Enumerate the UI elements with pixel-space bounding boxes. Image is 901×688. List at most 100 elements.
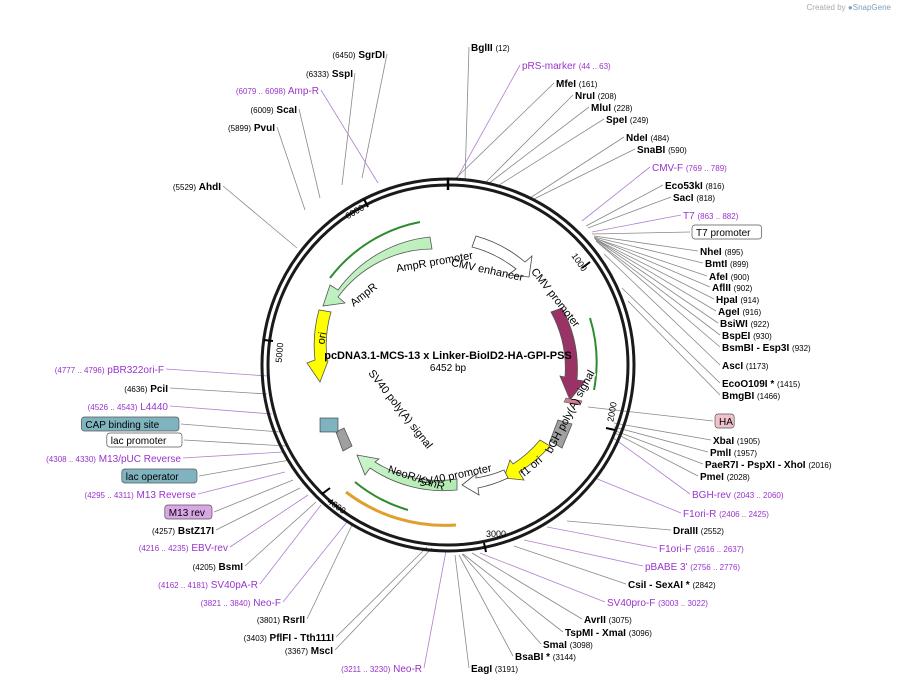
site-rsrii[interactable]: (3801) RsrII (257, 615, 305, 626)
site-bstz17i[interactable]: (4257) BstZ17I (152, 526, 214, 537)
site-name: PvuI (254, 123, 275, 134)
site-label-text: AgeI (916) (718, 307, 761, 318)
site-name: NdeI (626, 133, 648, 144)
snapgene-logo-icon: ● (847, 3, 853, 12)
site-xbai[interactable]: XbaI (1905) (713, 436, 760, 447)
site-position: (4777 .. 4796) (55, 366, 105, 375)
site-pbabe-3[interactable]: pBABE 3' (2756 .. 2776) (645, 562, 740, 573)
site-t7-promoter[interactable]: T7 promoter (691, 224, 762, 240)
site-sgrdi[interactable]: (6450) SgrDI (332, 50, 385, 61)
site-ahdi[interactable]: (5529) AhdI (173, 182, 221, 193)
site-position: (2842) (692, 581, 715, 590)
site-snabi[interactable]: SnaBI (590) (637, 145, 687, 156)
site-bmgbi[interactable]: BmgBI (1466) (722, 391, 780, 402)
site-bsmi[interactable]: (4205) BsmI (193, 562, 244, 573)
site-hpai[interactable]: HpaI (914) (716, 295, 759, 306)
site-spei[interactable]: SpeI (249) (606, 115, 649, 126)
site-name: SspI (332, 69, 353, 80)
site-bmti[interactable]: BmtI (899) (705, 259, 749, 270)
site-m13-puc-reverse[interactable]: (4308 .. 4330) M13/pUC Reverse (46, 454, 181, 465)
site-m13-rev[interactable]: M13 rev (164, 504, 213, 520)
site-name: SV40pA-R (211, 580, 258, 591)
site-pmei[interactable]: PmeI (2028) (700, 472, 750, 483)
site-asci[interactable]: AscI (1173) (722, 361, 769, 372)
site-position: (769 .. 789) (686, 164, 727, 173)
site-l4440[interactable]: (4526 .. 4543) L4440 (88, 402, 169, 413)
site-nhei[interactable]: NheI (895) (700, 247, 743, 258)
site-sspi[interactable]: (6333) SspI (306, 69, 353, 80)
site-name: SV40pro-F (607, 598, 655, 609)
site-agei[interactable]: AgeI (916) (718, 307, 761, 318)
site-position: (6079 .. 6098) (236, 87, 286, 96)
site-smai[interactable]: SmaI (3098) (543, 640, 593, 651)
site-position: (899) (730, 260, 749, 269)
site-position: (816) (706, 182, 725, 191)
site-f1ori-r[interactable]: F1ori-R (2406 .. 2425) (683, 509, 769, 520)
leader-line (591, 231, 691, 235)
site-pvui[interactable]: (5899) PvuI (228, 123, 275, 134)
site-draiii[interactable]: DraIII (2552) (673, 526, 724, 537)
site-mlui[interactable]: MluI (228) (591, 103, 633, 114)
site-neo-r[interactable]: (3211 .. 3230) Neo-R (341, 664, 422, 675)
leader-line (593, 236, 704, 264)
site-label-text: MluI (228) (591, 103, 633, 114)
leader-line (471, 552, 583, 620)
site-ebv-rev[interactable]: (4216 .. 4235) EBV-rev (139, 543, 228, 554)
site-position: (4636) (124, 385, 147, 394)
leader-line (298, 108, 321, 199)
site-label-text: (3801) RsrII (257, 615, 305, 626)
site-avrii[interactable]: AvrII (3075) (584, 615, 632, 626)
site-paer7i[interactable]: PaeR7I - PspXI - XhoI (2016) (705, 460, 832, 471)
site-label-text: F1ori-R (2406 .. 2425) (683, 509, 769, 520)
site-lac-operator[interactable]: lac operator (121, 468, 198, 484)
site-label-text: CMV-F (769 .. 789) (652, 163, 727, 174)
site-bgh-rev[interactable]: BGH-rev (2043 .. 2060) (692, 490, 784, 501)
site-f1ori-f[interactable]: F1ori-F (2616 .. 2637) (659, 544, 744, 555)
site-sv40pa-r[interactable]: (4162 .. 4181) SV40pA-R (158, 580, 258, 591)
site-pcii[interactable]: (4636) PciI (124, 384, 168, 395)
site-tspmi[interactable]: TspMI - XmaI (3096) (565, 628, 652, 639)
site-cmv-f[interactable]: CMV-F (769 .. 789) (652, 163, 727, 174)
site-msci[interactable]: (3367) MscI (285, 646, 333, 657)
site-eagi[interactable]: EagI (3191) (471, 664, 518, 675)
site-t7[interactable]: T7 (863 .. 882) (683, 211, 739, 222)
site-pflfi[interactable]: (3403) PflFI - Tth111I (244, 633, 335, 644)
site-label-text: (4308 .. 4330) M13/pUC Reverse (46, 454, 181, 465)
site-pmli[interactable]: PmlI (1957) (710, 448, 757, 459)
site-bsmbi[interactable]: BsmBI - Esp3I (932) (722, 343, 811, 354)
site-afei[interactable]: AfeI (900) (709, 272, 750, 283)
leader-line (169, 387, 268, 395)
leader-line (529, 136, 625, 199)
site-neo-f[interactable]: (3821 .. 3840) Neo-F (201, 598, 281, 609)
site-saci[interactable]: SacI (818) (673, 193, 715, 204)
site-ecoo109i[interactable]: EcoO109I * (1415) (722, 379, 801, 390)
site-pbr322ori-f[interactable]: (4777 .. 4796) pBR322ori-F (55, 365, 164, 376)
site-bsiwi[interactable]: BsiWI (922) (720, 319, 770, 330)
site-prs-marker[interactable]: pRS-marker (44 .. 63) (522, 61, 611, 72)
site-sv40pro-f[interactable]: SV40pro-F (3003 .. 3022) (607, 598, 708, 609)
site-csii[interactable]: CsiI - SexAI * (2842) (628, 580, 716, 591)
leader-line (276, 126, 306, 211)
site-lac-promoter[interactable]: lac promoter (106, 432, 183, 448)
site-eco53ki[interactable]: Eco53kI (816) (665, 181, 725, 192)
site-bspei[interactable]: BspEI (930) (722, 331, 772, 342)
bioid2-arrow (550, 307, 586, 401)
site-name: XbaI (713, 436, 734, 447)
site-cap-binding-site[interactable]: CAP binding site (81, 416, 180, 432)
site-scai[interactable]: (6009) ScaI (251, 105, 298, 116)
site-ndei[interactable]: NdeI (484) (626, 133, 669, 144)
site-bsabi[interactable]: BsaBI * (3144) (515, 652, 576, 663)
site-bglii[interactable]: BglII (12) (471, 43, 510, 54)
site-label-text: SmaI (3098) (543, 640, 593, 651)
site-ha[interactable]: HA (714, 413, 735, 429)
tick-mark-6000 (363, 198, 369, 208)
site-nrui[interactable]: NruI (208) (575, 91, 617, 102)
site-amp-r[interactable]: (6079 .. 6098) Amp-R (236, 86, 319, 97)
site-mfei[interactable]: MfeI (161) (556, 79, 598, 90)
site-aflii[interactable]: AflII (902) (712, 283, 753, 294)
neor-arrow (356, 454, 458, 492)
site-position: (249) (630, 116, 649, 125)
site-name: AscI (722, 361, 743, 372)
site-label-text: SpeI (249) (606, 115, 649, 126)
site-m13-reverse[interactable]: (4295 .. 4311) M13 Reverse (85, 490, 197, 501)
